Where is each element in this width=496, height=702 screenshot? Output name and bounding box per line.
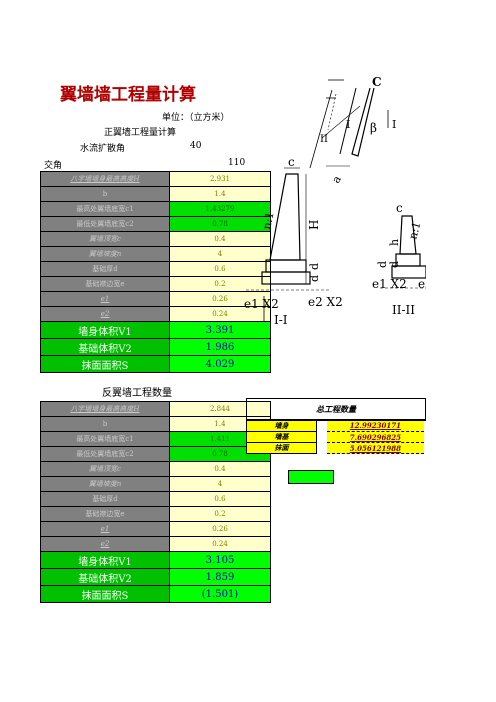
back-value-e2[interactable]: 0.24	[169, 536, 271, 552]
back-label-H: 八字墙墙身最高高度H	[40, 401, 170, 417]
diagram-label-e1x2-right: e1 X2	[372, 277, 407, 291]
summary-key-wall: 墙身	[246, 420, 317, 432]
diagram-label-n1-left: n:1	[260, 211, 276, 231]
front-value-n[interactable]: 4	[169, 246, 271, 262]
diagram-label-h: h	[388, 239, 401, 246]
front-value-H[interactable]: 2.931	[169, 171, 271, 187]
summary-value-wall: 12.99230171	[326, 420, 424, 432]
front-label-n: 翼墙坡度n	[40, 246, 170, 262]
back-result-label-v2: 基础体积V2	[40, 568, 170, 586]
back-label-b: b	[40, 416, 170, 432]
back-label-e1: e1	[40, 521, 170, 537]
summary-key-base: 墙基	[246, 431, 317, 443]
unit-label: 单位：（立方米）	[162, 113, 230, 123]
back-label-c: 翼墙顶宽c	[40, 461, 170, 477]
flow-angle-value: 40	[190, 141, 202, 151]
back-value-d[interactable]: 0.6	[169, 491, 271, 507]
diagram-label-c-left: c	[288, 155, 295, 169]
diagram-label-roman1-right: I	[392, 118, 396, 131]
diagram-label-H: H	[307, 220, 321, 230]
section-1-drawing	[246, 167, 330, 322]
front-label-c: 翼墙顶宽c	[40, 231, 170, 247]
back-value-e[interactable]: 0.2	[169, 506, 271, 522]
front-label-b: b	[40, 186, 170, 202]
diagram-label-section2: II-II	[392, 303, 415, 317]
diagram-label-d4: d	[388, 261, 401, 268]
back-value-c2[interactable]: 0.78	[169, 446, 271, 462]
summary-value-plaster: 5.056121988	[326, 442, 424, 454]
diagram-label-c-top: C	[372, 75, 382, 89]
page-title: 翼墙墙工程量计算	[60, 85, 196, 105]
diagram-label-roman2-left: II	[320, 134, 328, 145]
cross-angle-value: 110	[228, 158, 246, 168]
front-label-c2: 最低处翼墙底宽c2	[40, 216, 170, 232]
wing-wall-diagram: C I I β II a c n:1 H d d e1 X2 e2 X2 I-I…	[244, 75, 426, 327]
front-result-value-s: 4.029	[169, 355, 271, 373]
diagram-label-e1x2-left: e1 X2	[244, 297, 279, 311]
back-value-c[interactable]: 0.4	[169, 461, 271, 477]
front-result-value-v1: 3.391	[169, 321, 271, 339]
plan-view	[309, 79, 389, 169]
front-result-label-s: 抹面面积S	[40, 355, 170, 373]
diagram-label-e2x2: e2 X2	[308, 295, 343, 309]
back-label-d: 基础厚d	[40, 491, 170, 507]
back-label-n: 翼墙坡度n	[40, 476, 170, 492]
front-value-d[interactable]: 0.6	[169, 261, 271, 277]
front-value-e1[interactable]: 0.26	[169, 291, 271, 307]
front-label-e1: e1	[40, 291, 170, 307]
front-label-d: 基础厚d	[40, 261, 170, 277]
flow-angle-label: 水流扩散角	[80, 144, 126, 154]
back-result-label-s: 抹面面积S	[40, 585, 170, 603]
summary-table: 墙身 12.99230171 墙基 7.690296825 抹面 5.05612198…	[246, 420, 424, 454]
front-label-c1: 最高处翼墙底宽c1	[40, 201, 170, 217]
back-label-c2: 最低处翼墙底宽c2	[40, 446, 170, 462]
summary-value-base: 7.690296825	[326, 431, 424, 443]
back-value-e1[interactable]: 0.26	[169, 521, 271, 537]
diagram-label-beta: β	[370, 121, 377, 135]
back-label-c1: 最高处翼墙底宽c1	[40, 431, 170, 447]
summary-title: 总工程数量	[247, 399, 425, 420]
diagram-label-c-right: c	[396, 201, 403, 215]
summary-key-plaster: 抹面	[246, 442, 317, 454]
diagram-label-n1-right: n:1	[406, 220, 423, 241]
front-label-H: 八字墙墙身最高高度H	[40, 171, 170, 187]
back-section-title: 反翼墙工程数量	[102, 388, 172, 399]
front-result-label-v2: 基础体积V2	[40, 338, 170, 356]
back-result-value-s: (1.501)	[169, 585, 271, 603]
cross-angle-label: 交角	[44, 161, 63, 171]
back-result-label-v1: 墙身体积V1	[40, 551, 170, 569]
back-value-n[interactable]: 4	[169, 476, 271, 492]
diagram-label-a: a	[329, 173, 344, 186]
subtitle: 正翼墙工程量计算	[104, 128, 177, 138]
diagram-label-e-right: e	[418, 277, 425, 291]
back-value-b[interactable]: 1.4	[169, 416, 271, 432]
section-2-drawing	[380, 215, 426, 289]
diagram-label-d3: d	[376, 261, 389, 268]
front-value-b[interactable]: 1.4	[169, 186, 271, 202]
diagram-label-d1: d	[308, 263, 321, 270]
back-value-c1[interactable]: 1.411	[169, 431, 271, 447]
back-label-e: 基础襟边宽e	[40, 506, 170, 522]
back-result-value-v1: 3.105	[169, 551, 271, 569]
back-result-value-v2: 1.859	[169, 568, 271, 586]
front-result-value-v2: 1.986	[169, 338, 271, 356]
back-label-e2: e2	[40, 536, 170, 552]
front-label-e: 基础襟边宽e	[40, 276, 170, 292]
front-result-label-v1: 墙身体积V1	[40, 321, 170, 339]
diagram-label-d2: d	[308, 275, 321, 282]
diagram-label-roman1-top: I	[346, 118, 350, 131]
back-value-H[interactable]: 2.844	[169, 401, 271, 417]
green-action-button[interactable]	[288, 470, 334, 484]
front-label-e2: e2	[40, 306, 170, 322]
diagram-label-section1: I-I	[274, 313, 288, 327]
summary-box: 总工程数量	[246, 398, 426, 421]
front-value-c2[interactable]: 0.78	[169, 216, 271, 232]
